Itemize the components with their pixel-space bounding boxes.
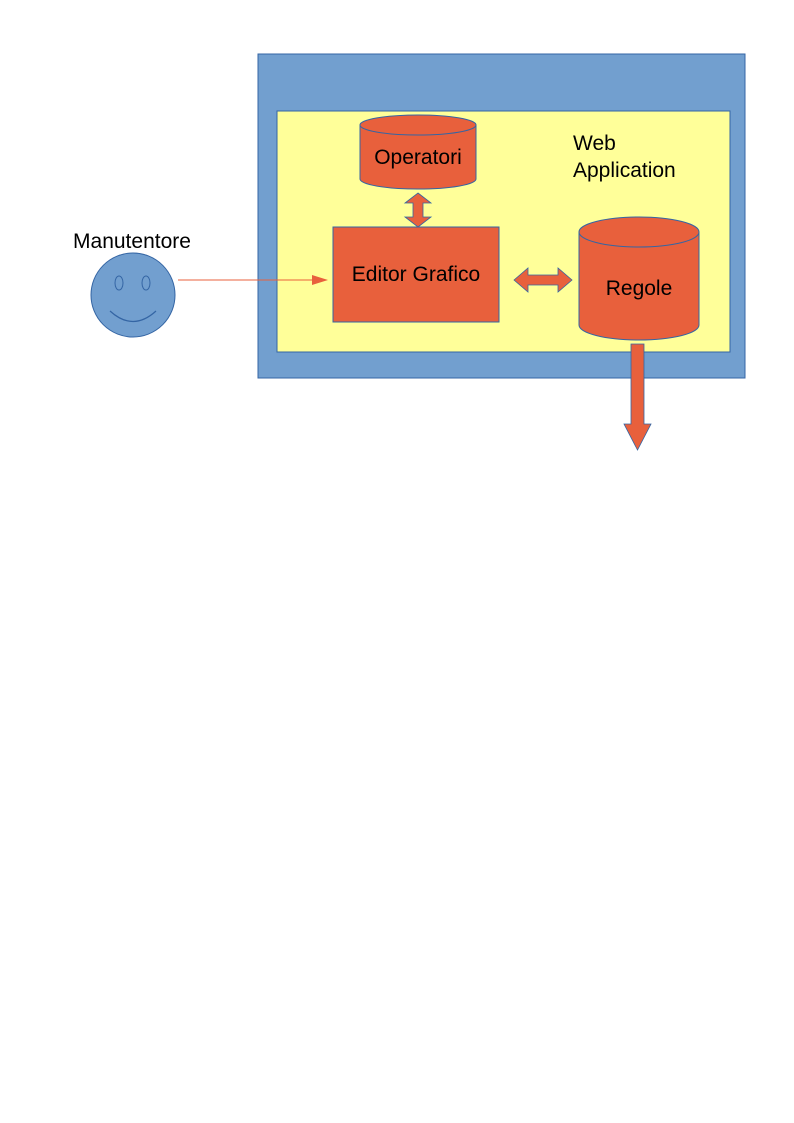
regole-label: Regole [606, 277, 673, 300]
smiley-left-eye [114, 275, 124, 291]
editor-grafico-component: Editor Grafico [332, 226, 500, 323]
smiley-right-eye [141, 275, 151, 291]
actor-manutentore: Manutentore [73, 230, 191, 338]
operatori-database: Operatori [359, 114, 477, 190]
editor-grafico-label: Editor Grafico [352, 263, 480, 286]
operatori-label: Operatori [374, 146, 462, 169]
connector-arrowhead [312, 275, 328, 285]
regole-output-arrow [623, 343, 652, 451]
actor-to-editor-connector [178, 275, 328, 285]
regole-cylinder-top [578, 216, 700, 248]
editor-grafico-box [332, 226, 500, 323]
operatori-cylinder-top [359, 114, 477, 136]
web-application-label-line1: Web [573, 132, 616, 155]
operatori-cylinder-body [359, 124, 477, 190]
smiley-mouth [109, 310, 157, 323]
smiley-face-icon [90, 252, 176, 338]
regole-cylinder-body [578, 231, 700, 341]
regole-database: Regole [578, 216, 700, 341]
actor-label: Manutentore [73, 230, 191, 253]
web-application-label-line2: Application [573, 159, 676, 182]
editor-regole-double-arrow [513, 267, 573, 293]
